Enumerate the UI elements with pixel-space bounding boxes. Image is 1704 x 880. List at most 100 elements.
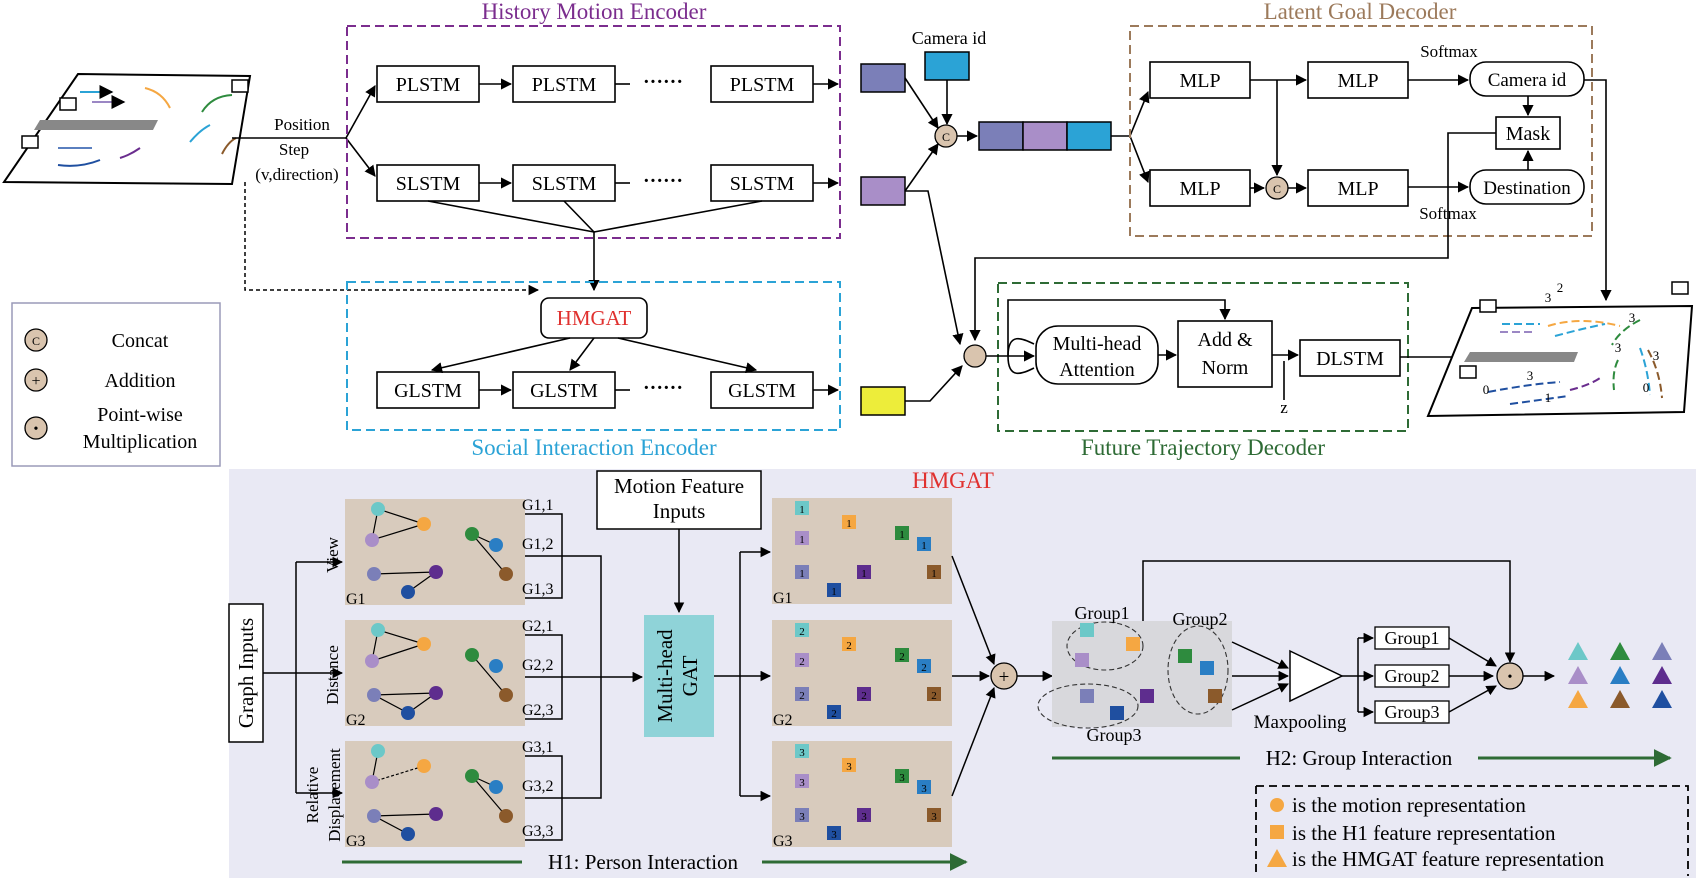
- maxpooling-label: Maxpooling: [1254, 712, 1347, 733]
- mlp-box-4: [1307, 169, 1409, 207]
- g13-label: G1,3: [522, 581, 554, 598]
- dlstm-box: [1299, 339, 1401, 377]
- social-interaction-encoder-frame: [346, 281, 841, 431]
- social-interaction-encoder-title: Social Interaction Encoder: [471, 435, 717, 460]
- plstm-embedding-block: [860, 63, 906, 93]
- svg-text:2: 2: [861, 690, 867, 702]
- slstm-embedding-block: [860, 176, 906, 206]
- svg-text:2: 2: [931, 690, 937, 702]
- attention-label-line2: Attention: [1059, 359, 1135, 381]
- slstm-label-1: SLSTM: [396, 173, 461, 195]
- glstm-label-2: GLSTM: [530, 380, 598, 402]
- svg-text:2: 2: [799, 656, 805, 668]
- svg-text:3: 3: [931, 811, 937, 823]
- h1-g3-label: G3: [773, 833, 793, 850]
- slstm-label-3: SLSTM: [730, 173, 795, 195]
- group1-output-box: [1374, 626, 1450, 650]
- scene-label-1: 2: [1557, 280, 1564, 295]
- group3-cluster-label: Group3: [1087, 725, 1142, 745]
- mlp-label-4: MLP: [1337, 178, 1378, 200]
- scene-label-3: 3: [1629, 310, 1636, 325]
- mask-label: Mask: [1506, 123, 1550, 145]
- plstm-label-1: PLSTM: [396, 74, 461, 96]
- output-scene: 2 3 3 3 3 0 3 1 0: [1426, 280, 1694, 418]
- mlp-label-1: MLP: [1179, 70, 1220, 92]
- g22-label: G2,2: [522, 657, 554, 674]
- z-label: z: [1280, 398, 1288, 417]
- motion-feature-label-line2: Inputs: [653, 499, 706, 523]
- add-norm-label-line1: Add &: [1198, 329, 1253, 351]
- plstm-box-2: [512, 65, 616, 103]
- latent-goal-decoder-title: Latent Goal Decoder: [1264, 0, 1457, 24]
- g1-label: G1: [346, 591, 366, 608]
- svg-text:3: 3: [799, 777, 805, 789]
- glstm-label-1: GLSTM: [394, 380, 462, 402]
- add-norm-box: [1177, 320, 1273, 388]
- svg-text:3: 3: [921, 783, 927, 795]
- pointwise-legend-label-line2: Multiplication: [83, 431, 197, 453]
- svg-text:1: 1: [799, 504, 805, 516]
- svg-text:1: 1: [831, 586, 837, 598]
- g2-label: G2: [346, 712, 366, 729]
- h1-legend-label: is the H1 feature representation: [1292, 821, 1556, 845]
- h1-label: H1: Person Interaction: [548, 850, 739, 874]
- group3-output-box: [1374, 700, 1450, 724]
- svg-text:2: 2: [899, 651, 905, 663]
- plstm-box-3: [710, 65, 814, 103]
- mask-box: [1495, 116, 1561, 150]
- h1-g1-label: G1: [773, 590, 793, 607]
- h1-legend-marker: [1270, 825, 1284, 839]
- svg-text:1: 1: [899, 529, 905, 541]
- hmgat-legend-label: is the HMGAT feature representation: [1292, 847, 1605, 871]
- g11-label: G1,1: [522, 497, 554, 514]
- person-graph-g2: [345, 620, 525, 726]
- slstm-box-3: [710, 164, 814, 202]
- plstm-ellipsis: ······: [643, 71, 683, 93]
- plstm-label-2: PLSTM: [532, 74, 597, 96]
- motion-feature-label-line1: Motion Feature: [614, 474, 744, 498]
- camera-id-embedding-block: [924, 51, 970, 81]
- svg-text:2: 2: [799, 626, 805, 638]
- destination-label: Destination: [1483, 178, 1571, 199]
- relative-label: Relative: [303, 767, 322, 824]
- group3-output-label: Group3: [1385, 702, 1440, 722]
- addition-legend-symbol: [24, 368, 48, 392]
- svg-text:1: 1: [799, 534, 805, 546]
- distance-label: Distance: [323, 645, 342, 704]
- scene-label-6: 0: [1643, 380, 1650, 395]
- history-motion-encoder-title: History Motion Encoder: [482, 0, 707, 24]
- displacement-label: Displacement: [325, 748, 344, 842]
- g32-label: G3,2: [522, 778, 554, 795]
- motion-legend-label: is the motion representation: [1292, 793, 1526, 817]
- destination-box: [1469, 169, 1585, 205]
- gat-label-line1: Multi-head: [653, 629, 677, 723]
- svg-text:2: 2: [846, 640, 852, 652]
- add-norm-label-line2: Norm: [1202, 357, 1249, 379]
- h1-feature-panel-1: [772, 498, 952, 604]
- svg-text:3: 3: [861, 811, 867, 823]
- concat-vector-part-2: [1022, 121, 1068, 151]
- scene-label-9: 0: [1483, 382, 1490, 397]
- g31-label: G3,1: [522, 739, 554, 756]
- group2-cluster-label: Group2: [1173, 609, 1228, 629]
- plstm-label-3: PLSTM: [730, 74, 795, 96]
- mlp-label-2: MLP: [1337, 70, 1378, 92]
- scene-label-4: 3: [1615, 340, 1622, 355]
- pointwise-node: [1496, 662, 1524, 690]
- g23-label: G2,3: [522, 702, 554, 719]
- svg-text:3: 3: [799, 811, 805, 823]
- softmax-top-label: Softmax: [1420, 42, 1478, 61]
- concat-legend-symbol: [24, 328, 48, 352]
- scene-label-2: 3: [1545, 290, 1552, 305]
- fusion-node: [963, 344, 987, 368]
- graph-inputs-box: [228, 603, 264, 743]
- mlp-box-1: [1149, 61, 1251, 99]
- svg-text:2: 2: [831, 708, 837, 720]
- person-graph-g3: [345, 741, 525, 847]
- glstm-label-3: GLSTM: [728, 380, 796, 402]
- h2-label: H2: Group Interaction: [1266, 746, 1453, 770]
- g3-label: G3: [346, 833, 366, 850]
- slstm-ellipsis: ······: [643, 170, 683, 192]
- camera-id-input-label: Camera id: [912, 28, 986, 48]
